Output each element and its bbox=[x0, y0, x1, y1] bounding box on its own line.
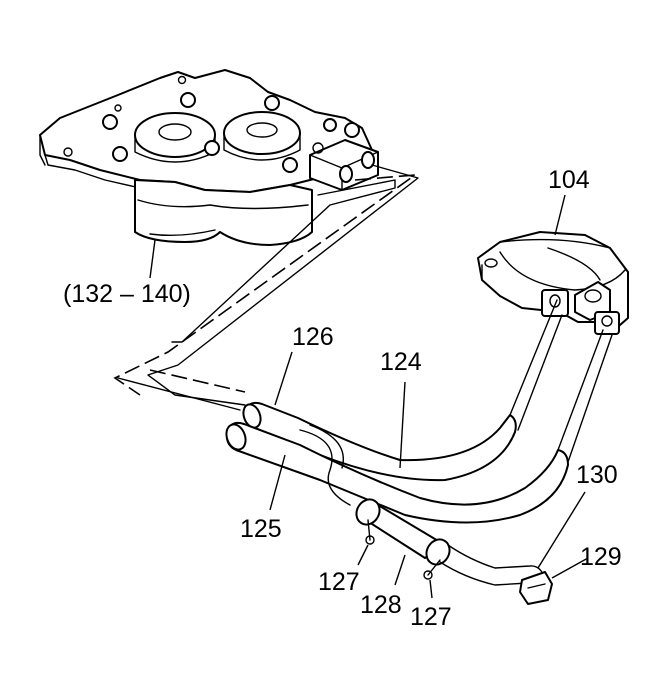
label-126: 126 bbox=[292, 323, 334, 351]
cooler-line bbox=[299, 424, 553, 605]
outlet-fittings bbox=[309, 139, 379, 191]
hose-routing-outline bbox=[113, 164, 419, 411]
hose-126 bbox=[242, 299, 563, 482]
label-130: 130 bbox=[576, 461, 618, 489]
label-104: 104 bbox=[548, 166, 590, 194]
housing-bolts bbox=[102, 92, 360, 173]
pump-housing-assembly bbox=[39, 69, 379, 246]
label-127-left: 127 bbox=[318, 568, 360, 596]
label-129: 129 bbox=[580, 543, 622, 571]
label-125: 125 bbox=[240, 515, 282, 543]
reservoir-104 bbox=[477, 231, 629, 335]
label-128: 128 bbox=[360, 591, 402, 619]
label-124: 124 bbox=[380, 348, 422, 376]
leader-lines bbox=[149, 194, 589, 599]
label-127-right: 127 bbox=[410, 603, 452, 631]
label-132-140: (132 – 140) bbox=[63, 280, 191, 308]
callout-labels: 104 (132 – 140) 126 124 125 130 129 127 … bbox=[63, 166, 622, 631]
hose-125 bbox=[225, 329, 613, 524]
